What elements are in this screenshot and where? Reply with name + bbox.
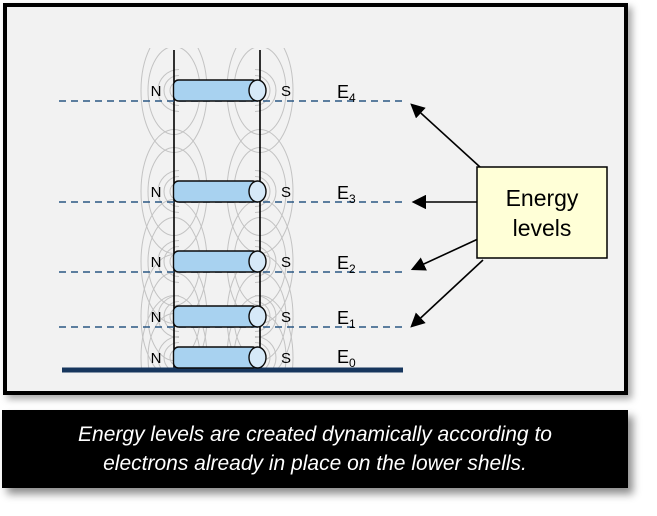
arrow-to-e2 [410,238,479,271]
magnet-e4 [172,79,267,102]
arrow-to-e1 [410,259,484,328]
magnet-e0 [172,346,267,369]
energy-box-label-line2: levels [513,215,572,241]
north-label-e3: N [151,184,162,201]
magnet-e1 [172,305,267,328]
arrow-to-e4 [410,103,481,168]
level-label-e4: E4 [337,82,356,105]
north-label-e1: N [151,309,162,326]
south-label-e4: S [281,83,291,100]
level-label-e0: E0 [337,347,356,370]
caption-text-line2: electrons already in place on the lower … [103,452,527,475]
level-label-e1: E1 [337,308,356,331]
caption-text-line1: Energy levels are created dynamically ac… [78,423,552,446]
magnet-e2 [172,250,267,273]
magnet-e3 [172,180,267,203]
north-label-e2: N [151,254,162,271]
caption-bar: Energy levels are created dynamically ac… [2,410,628,488]
north-label-e0: N [151,350,162,367]
north-label-e4: N [151,83,162,100]
south-label-e1: S [281,309,291,326]
south-label-e2: S [281,254,291,271]
energy-levels-callout-box [476,166,608,259]
south-label-e3: S [281,184,291,201]
energy-box-label-line1: Energy [506,185,579,211]
level-label-e3: E3 [337,183,356,206]
south-label-e0: S [281,350,291,367]
level-label-e2: E2 [337,253,356,276]
energy-levels-diagram: N S N S N S N S N S E4 E3 E2 E1 E0 Energ… [59,48,608,373]
diagram-panel: N S N S N S N S N S E4 E3 E2 E1 E0 Energ… [3,3,628,395]
